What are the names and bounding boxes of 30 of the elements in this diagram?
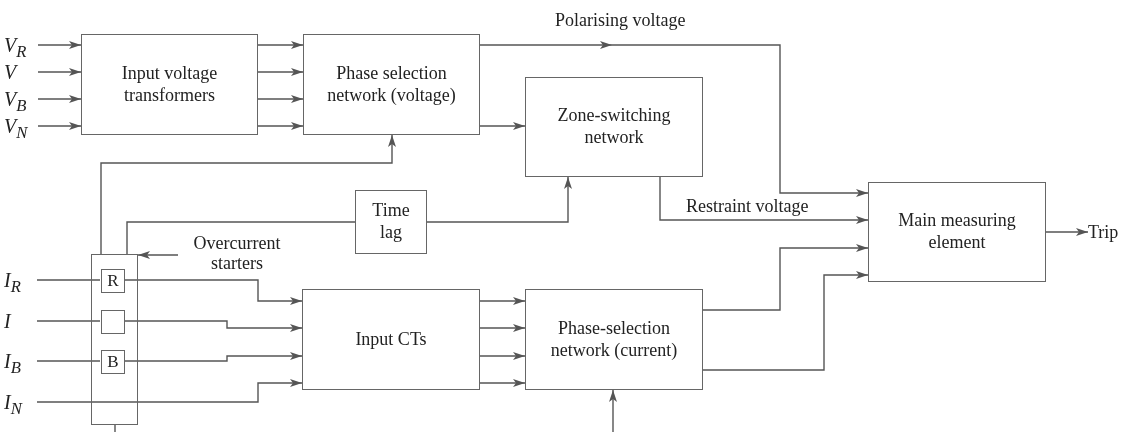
process-box (81, 34, 258, 135)
signal-label: I$_{R}$ (4, 269, 37, 293)
signal-label: V$_{R}$ (4, 34, 38, 58)
process-box (303, 34, 480, 135)
edge-label: Restraint voltage (684, 196, 811, 217)
box-text: Main measuring element (897, 210, 1017, 254)
process-box (868, 182, 1046, 282)
starter-bar (91, 254, 138, 425)
edge-label: Polarising voltage (553, 10, 688, 31)
process-box (525, 289, 703, 390)
signal-label: V (4, 61, 38, 83)
signal-label: I (4, 310, 37, 332)
starter-box: B (101, 350, 125, 374)
box-text: Phase selection network (voltage) (326, 62, 457, 107)
box-text: Zone-switching network (556, 105, 672, 149)
process-box (525, 77, 703, 177)
box-text: Input CTs (355, 328, 427, 351)
note-label: Overcurrent starters (178, 234, 296, 276)
signal-label: I$_{B}$ (4, 350, 37, 374)
starter-box: R (101, 269, 125, 293)
signal-label: V$_{N}$ (4, 115, 38, 139)
signal-label: V$_{B}$ (4, 88, 38, 112)
box-text: Phase-selection network (current) (549, 317, 679, 362)
box-text: Input voltage transformers (120, 62, 219, 107)
starter-box (101, 310, 125, 334)
process-box (302, 289, 480, 390)
output-label: Trip (1088, 221, 1124, 243)
process-box (355, 190, 427, 254)
signal-label: I$_{N}$ (4, 391, 37, 415)
box-text: Time lag (371, 200, 411, 244)
